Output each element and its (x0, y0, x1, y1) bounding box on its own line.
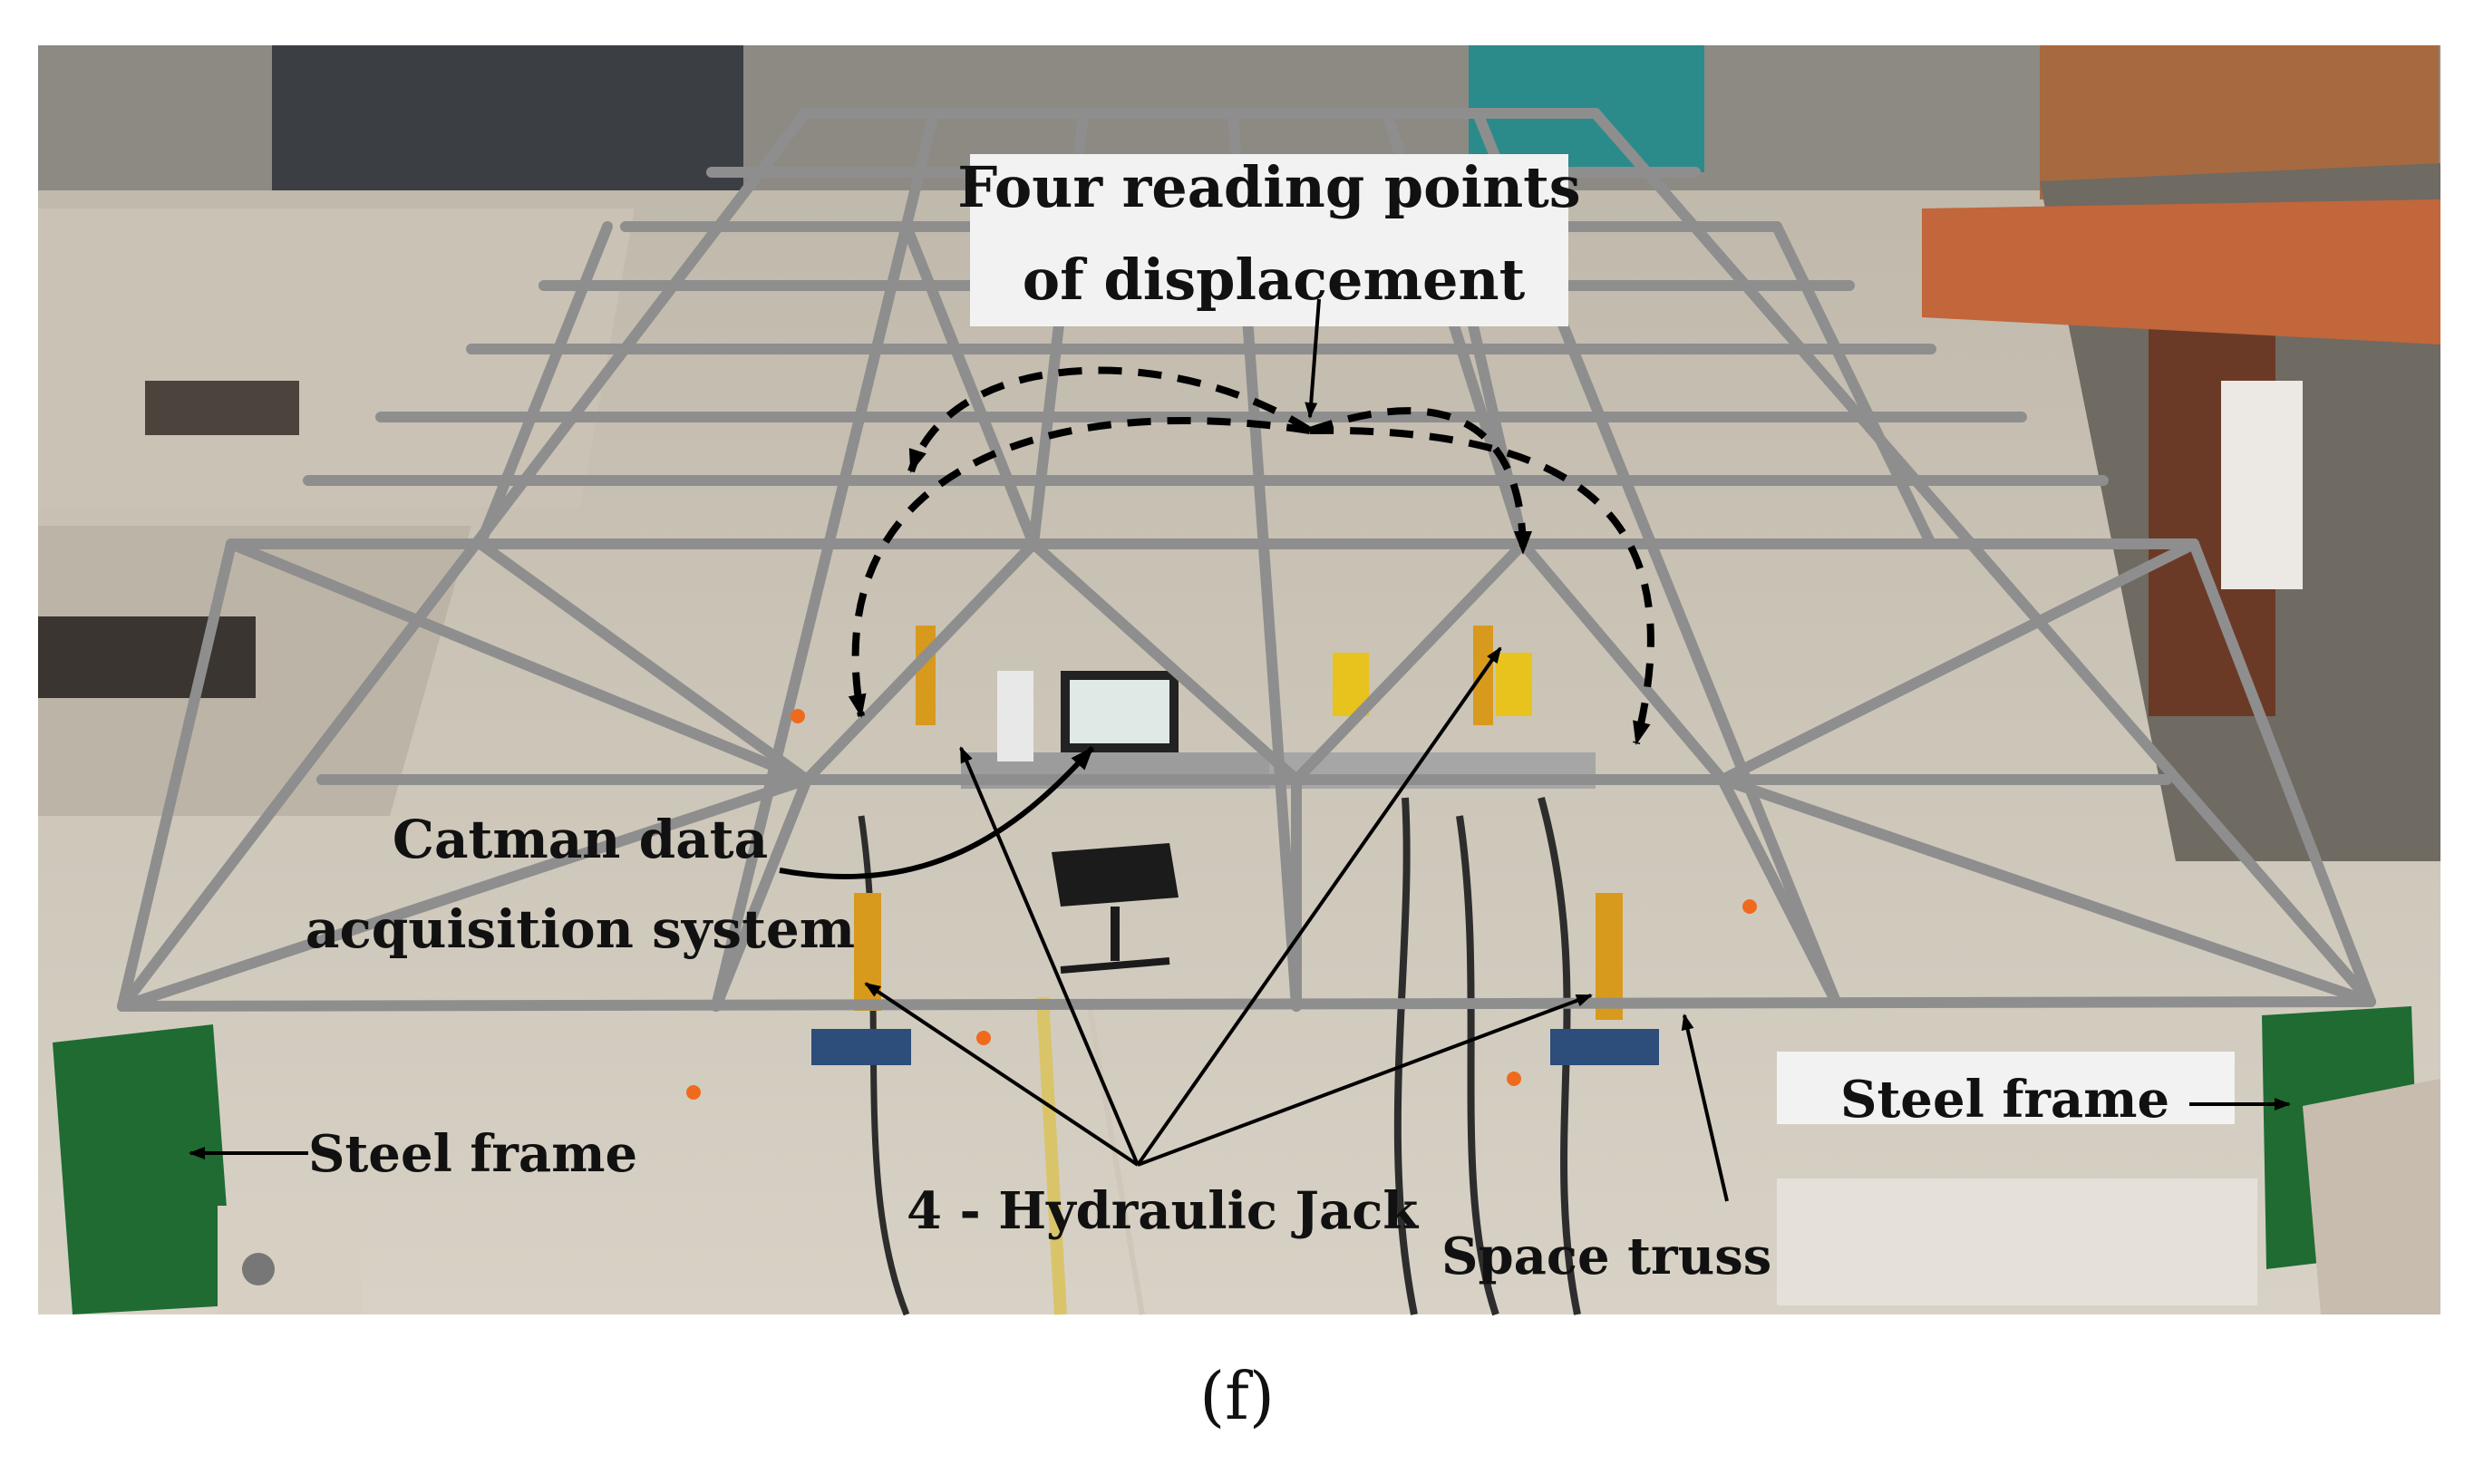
catman-arrow (779, 745, 1095, 879)
reading-points-leader (1305, 298, 1321, 419)
annotation-text: Four reading points of displacement Catm… (306, 154, 2169, 1286)
steel-frame-right-label-box (1777, 1052, 2235, 1124)
reading-points-line2: of displacement (1023, 247, 1526, 313)
steel-frame-supports (53, 1006, 2440, 1314)
figure-caption: (f) (1199, 1358, 1275, 1434)
reading-points-line1: Four reading points (957, 154, 1580, 220)
space-truss-label: Space truss (1441, 1227, 1771, 1286)
annotation-arrows (189, 298, 2291, 1202)
dashed-arrow-2 (1308, 407, 1532, 555)
hydraulic-jack-label: 4 - Hydraulic Jack (907, 1181, 1419, 1241)
catman-line2: acquisition system (306, 898, 855, 960)
steel-frame-right-label: Steel frame (1840, 1070, 2169, 1130)
steel-frame-left-label: Steel frame (308, 1124, 637, 1184)
dashed-arrow-4 (1309, 426, 1654, 745)
reading-points-label-box (970, 154, 1568, 326)
dashed-arrow-1 (907, 366, 1313, 473)
space-truss-label-box (1777, 1178, 2257, 1305)
catman-line1: Catman data (393, 809, 768, 870)
